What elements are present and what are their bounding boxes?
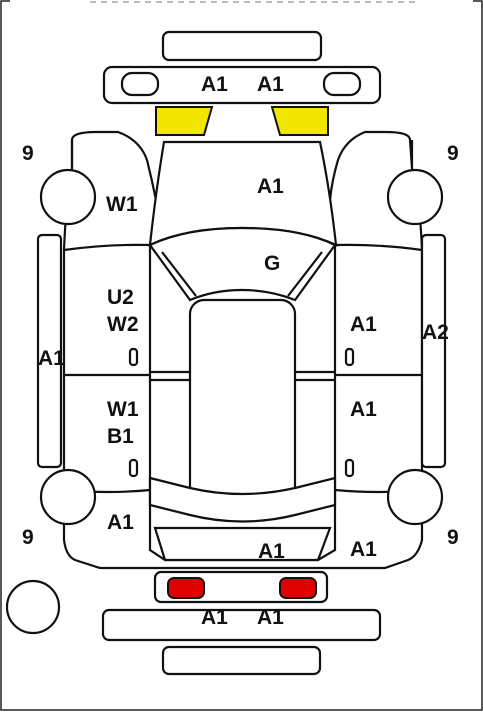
taillight-right[interactable]: [279, 577, 317, 599]
taillight-left[interactable]: [167, 577, 205, 599]
label-right-front-door: A1: [350, 313, 377, 336]
label-rear-left-wheel: 9: [22, 526, 34, 549]
label-trunk: A1: [258, 540, 285, 563]
roof[interactable]: [188, 298, 297, 502]
sill-left[interactable]: [36, 233, 63, 469]
a-pillars: [161, 251, 323, 297]
label-hood: A1: [257, 175, 284, 198]
door-handle-rf: [344, 347, 355, 367]
label-front-left-fender: W1: [106, 193, 138, 216]
label-left-rear-quarter: A1: [107, 511, 134, 534]
trunk-lid[interactable]: [153, 526, 332, 562]
front-bumper[interactable]: [102, 65, 382, 105]
label-left-front-door-1: U2: [107, 286, 134, 309]
label-left-rear-door-2: B1: [107, 425, 134, 448]
b-pillars: [150, 370, 335, 382]
label-rear-bumper-left: A1: [201, 606, 228, 629]
label-front-right-wheel: 9: [447, 142, 459, 165]
label-right-rear-door: A1: [350, 398, 377, 421]
label-left-front-door-2: W2: [107, 313, 139, 336]
fender-front-edges: [70, 140, 414, 168]
front-spoiler[interactable]: [161, 30, 323, 62]
headlight-left[interactable]: [155, 106, 214, 136]
wheel-front-left[interactable]: [39, 168, 97, 226]
label-right-rear-quarter: A1: [350, 538, 377, 561]
sill-right[interactable]: [420, 233, 447, 469]
headlight-right[interactable]: [270, 106, 329, 136]
label-front-left-wheel: 9: [22, 142, 34, 165]
windshield[interactable]: [148, 226, 337, 302]
door-handle-rr: [344, 458, 355, 478]
door-handle-lr: [128, 458, 139, 478]
label-right-sill: A2: [422, 321, 449, 344]
wheel-rear-left[interactable]: [39, 468, 97, 526]
label-rear-right-wheel: 9: [447, 526, 459, 549]
label-front-bumper-left: A1: [201, 73, 228, 96]
front-door-tops: [63, 243, 423, 252]
door-handle-lf: [128, 347, 139, 367]
label-left-rear-door-1: W1: [107, 398, 139, 421]
top-strip: [10, 0, 473, 4]
front-fog-left: [120, 71, 160, 97]
spare-tire[interactable]: [5, 579, 61, 635]
rear-glass[interactable]: [148, 476, 337, 523]
wheel-front-right[interactable]: [386, 168, 444, 226]
label-rear-bumper-right: A1: [257, 606, 284, 629]
rear-bumper[interactable]: [101, 608, 382, 642]
wheel-rear-right[interactable]: [386, 468, 444, 526]
label-left-sill: A1: [38, 347, 65, 370]
front-fog-right: [322, 71, 362, 97]
label-front-bumper-right: A1: [257, 73, 284, 96]
label-windshield: G: [264, 252, 280, 275]
rear-spoiler[interactable]: [161, 645, 322, 676]
